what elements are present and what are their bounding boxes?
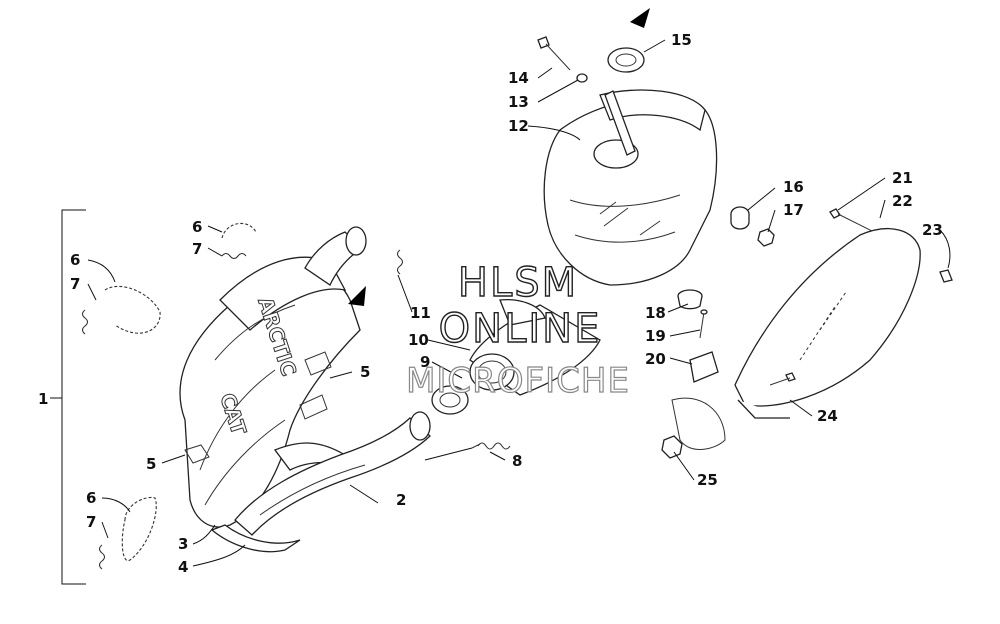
callout-7b: 7	[70, 275, 80, 293]
bolt-14[interactable]	[537, 36, 571, 71]
clamp-6-bottom[interactable]	[121, 496, 157, 562]
mount-ghost	[671, 397, 726, 450]
watermark-line1: HLSM	[458, 260, 578, 306]
assembly-bracket	[50, 209, 86, 585]
callout-10: 10	[408, 331, 429, 349]
callout-7c: 7	[86, 513, 96, 531]
watermark-line2: ONLINE	[439, 306, 602, 352]
exhaust-flange[interactable]	[469, 299, 601, 396]
callout-24: 24	[817, 407, 838, 425]
screw-24[interactable]	[769, 372, 796, 386]
flange-nut-25[interactable]	[661, 435, 683, 459]
callout-4: 4	[178, 558, 188, 576]
callout-9: 9	[420, 353, 430, 371]
grommet-18[interactable]	[677, 289, 703, 310]
screw-21[interactable]	[829, 208, 895, 243]
callout-22: 22	[892, 192, 913, 210]
direction-arrow-top	[630, 8, 650, 28]
stud-19[interactable]	[699, 309, 708, 339]
callout-labels: 1 2 3 4 5 5 6 7 6 7 6 7 8 9 10 11 12 13 …	[38, 31, 943, 576]
callout-12: 12	[508, 117, 529, 135]
callout-11: 11	[410, 304, 431, 322]
spring-7-mid[interactable]	[81, 309, 89, 335]
callout-18: 18	[645, 304, 666, 322]
callout-19: 19	[645, 327, 666, 345]
clip-23[interactable]	[939, 269, 953, 283]
spring-7-bottom[interactable]	[98, 544, 106, 570]
callout-6b: 6	[70, 251, 80, 269]
muffler-logo-cat: CAT	[215, 390, 251, 438]
watermark: HLSM ONLINE MICROFICHE	[405, 259, 630, 401]
callout-6c: 6	[86, 489, 96, 507]
spring-8[interactable]	[471, 442, 511, 450]
callout-21: 21	[892, 169, 913, 187]
heat-shield[interactable]	[734, 228, 921, 419]
watermark-line3: MICROFICHE	[406, 361, 630, 401]
callout-13: 13	[508, 93, 529, 111]
callout-3: 3	[178, 535, 188, 553]
callout-16: 16	[783, 178, 804, 196]
spacer-16[interactable]	[730, 206, 750, 230]
bracket-20[interactable]	[689, 351, 719, 383]
muffler[interactable]: ARCTIC CAT	[179, 226, 367, 553]
clamp-6-top[interactable]	[221, 222, 257, 239]
callout-2: 2	[396, 491, 406, 509]
callout-1: 1	[38, 390, 48, 408]
spring-11[interactable]	[396, 249, 404, 275]
leader-lines	[87, 39, 951, 567]
grommet-15[interactable]	[607, 47, 645, 73]
callout-23: 23	[922, 221, 943, 239]
nut-17[interactable]	[757, 228, 775, 247]
direction-arrow-muffler	[348, 286, 366, 306]
callout-7a: 7	[192, 240, 202, 258]
callout-8: 8	[512, 452, 522, 470]
spring-7-top[interactable]	[221, 252, 247, 260]
callout-6a: 6	[192, 218, 202, 236]
callout-14: 14	[508, 69, 529, 87]
callout-15: 15	[671, 31, 692, 49]
callout-5b: 5	[146, 455, 156, 473]
clamp-6-mid[interactable]	[104, 285, 161, 334]
callout-5a: 5	[360, 363, 370, 381]
callout-17: 17	[783, 201, 804, 219]
seal-ring[interactable]	[431, 385, 469, 415]
washer-13[interactable]	[576, 73, 588, 83]
resonator[interactable]	[543, 89, 718, 286]
exhaust-pipe[interactable]	[234, 411, 431, 536]
callout-25: 25	[697, 471, 718, 489]
callout-20: 20	[645, 350, 666, 368]
